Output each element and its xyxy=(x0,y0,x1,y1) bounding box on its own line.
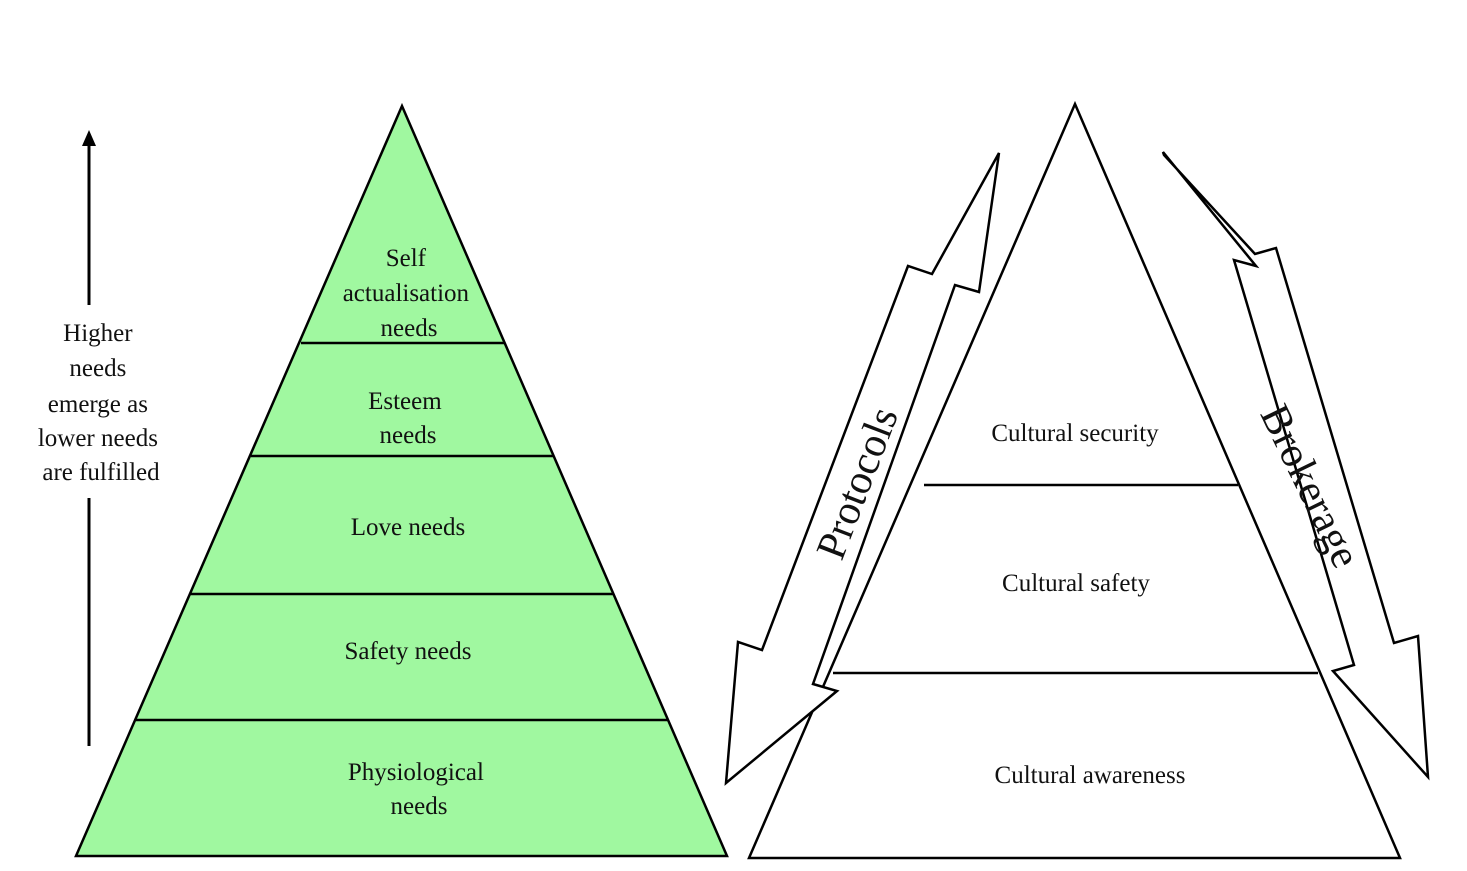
cultural-tier-security: Cultural security xyxy=(991,420,1159,447)
upward-arrow xyxy=(82,130,96,746)
needs-tier-esteem: Esteem needs xyxy=(368,388,448,449)
needs-tier-physiological: Physiological needs xyxy=(348,759,490,820)
tier-2-line-2: needs xyxy=(380,422,437,449)
brokerage-double-arrow-icon xyxy=(1161,151,1430,781)
protocols-double-arrow-icon xyxy=(724,152,1001,786)
needs-tier-self-actualisation: Self actualisation needs xyxy=(343,245,476,342)
upward-arrow-caption: Higher needs emerge as lower needs are f… xyxy=(38,320,164,486)
needs-pyramid-shape xyxy=(74,102,729,858)
caption-line-1: Higher xyxy=(63,320,133,347)
tier-2-line-1: Esteem xyxy=(368,388,442,415)
tier-3-line-1: Love needs xyxy=(351,514,466,541)
cultural-tier-awareness: Cultural awareness xyxy=(995,762,1186,789)
caption-line-3: emerge as xyxy=(48,391,148,418)
tier-1-line-1: Self xyxy=(386,245,427,272)
tier-5-line-1: Physiological xyxy=(348,759,484,786)
upward-arrow-head-icon xyxy=(82,130,96,146)
cultural-pyramid-shape xyxy=(747,100,1402,860)
tier-1-line-2: actualisation xyxy=(343,280,470,307)
needs-tier-love: Love needs xyxy=(351,514,466,541)
caption-line-5: are fulfilled xyxy=(42,459,160,486)
needs-pyramid: Self actualisation needs Esteem needs Lo… xyxy=(74,102,729,858)
tier-4-line-1: Safety needs xyxy=(344,638,471,665)
caption-line-4: lower needs xyxy=(38,425,158,452)
cultural-pyramid: Cultural security Cultural safety Cultur… xyxy=(747,100,1402,860)
caption-line-2: needs xyxy=(69,355,126,382)
tier-1-line-3: needs xyxy=(381,315,438,342)
cultural-tier-safety: Cultural safety xyxy=(1002,570,1150,597)
needs-tier-safety: Safety needs xyxy=(344,638,471,665)
tier-5-line-2: needs xyxy=(391,793,448,820)
